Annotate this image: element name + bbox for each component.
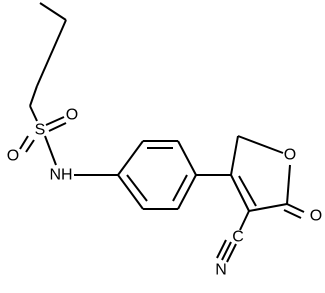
bond-c2-o-carbonyl-1 (286, 203, 305, 213)
bond-c3-c4 (29, 85, 38, 107)
bond-o-c2 (286, 164, 291, 205)
bond-ar-1 (117, 140, 144, 176)
bond-ar-inner-2 (172, 174, 188, 202)
sulfur-label: S (35, 122, 46, 139)
bond-cn-triple-3 (216, 239, 227, 259)
bond-ar-3 (177, 140, 197, 176)
benzene-ring (117, 140, 197, 210)
bond-cn-triple-2 (226, 243, 237, 263)
sulfonyl-oxygen-lower-label: O (7, 148, 19, 165)
bond-c3-cn (239, 210, 250, 231)
bond-c4-ch2 (230, 135, 239, 176)
bond-s-n (44, 135, 57, 166)
carbonyl-oxygen-label: O (310, 208, 322, 225)
ring-oxygen-label: O (284, 147, 296, 164)
bond-c2-c3 (36, 19, 67, 87)
nitrile-c-label: C (232, 229, 244, 246)
amine-nh-label: NH (49, 167, 72, 184)
bond-s-o-lower-1 (19, 135, 29, 150)
bond-c1-c2 (39, 2, 67, 21)
bond-c4-s (29, 105, 38, 122)
butyl-chain (29, 2, 67, 122)
nitrile-n-label: N (215, 262, 227, 279)
bond-ar-4 (177, 174, 197, 210)
bond-cn-triple-1 (221, 241, 232, 261)
bond-c3-c4-outer (230, 174, 250, 212)
furanone-ring: O (230, 135, 296, 212)
nitrile-group: C N (215, 210, 250, 279)
bond-ch2-o (237, 135, 284, 154)
bond-c2-c3 (248, 203, 288, 212)
bond-c3-c4-inner (238, 175, 257, 207)
bond-ar-inner-3 (126, 174, 148, 202)
sulfonyl-oxygen-upper-label: O (66, 107, 78, 124)
bond-s-o-lower-2 (25, 139, 35, 153)
bond-s-o-upper-2 (48, 122, 67, 132)
bond-s-o-upper-1 (45, 116, 65, 126)
carbonyl-group: O (283, 203, 322, 225)
bond-c2-o-carbonyl-2 (283, 209, 302, 219)
sulfonyl-group: O S O (7, 107, 78, 166)
bond-ar-6 (117, 174, 144, 210)
